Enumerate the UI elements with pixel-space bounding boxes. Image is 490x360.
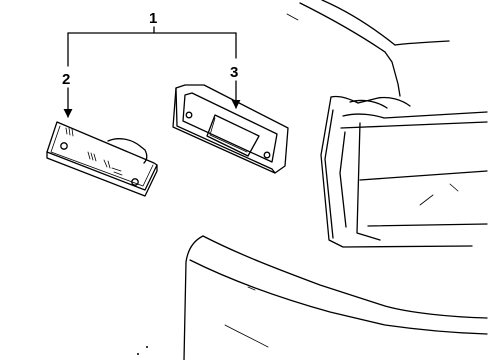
callout-1-bracket (67, 26, 237, 67)
vehicle-fender (286, 0, 450, 109)
lamp-gasket (172, 84, 289, 174)
side-marker-lamp (46, 121, 158, 197)
gasket-hole-icon (185, 111, 193, 119)
vehicle-headlamp (320, 95, 488, 248)
gasket-hole-icon (263, 151, 271, 159)
callout-2-label: 2 (62, 71, 70, 88)
callout-1-label: 1 (149, 10, 157, 27)
vehicle-bumper (137, 235, 488, 360)
mount-hole-icon (131, 178, 139, 186)
mount-hole-icon (60, 142, 68, 150)
callout-3-label: 3 (230, 64, 238, 81)
